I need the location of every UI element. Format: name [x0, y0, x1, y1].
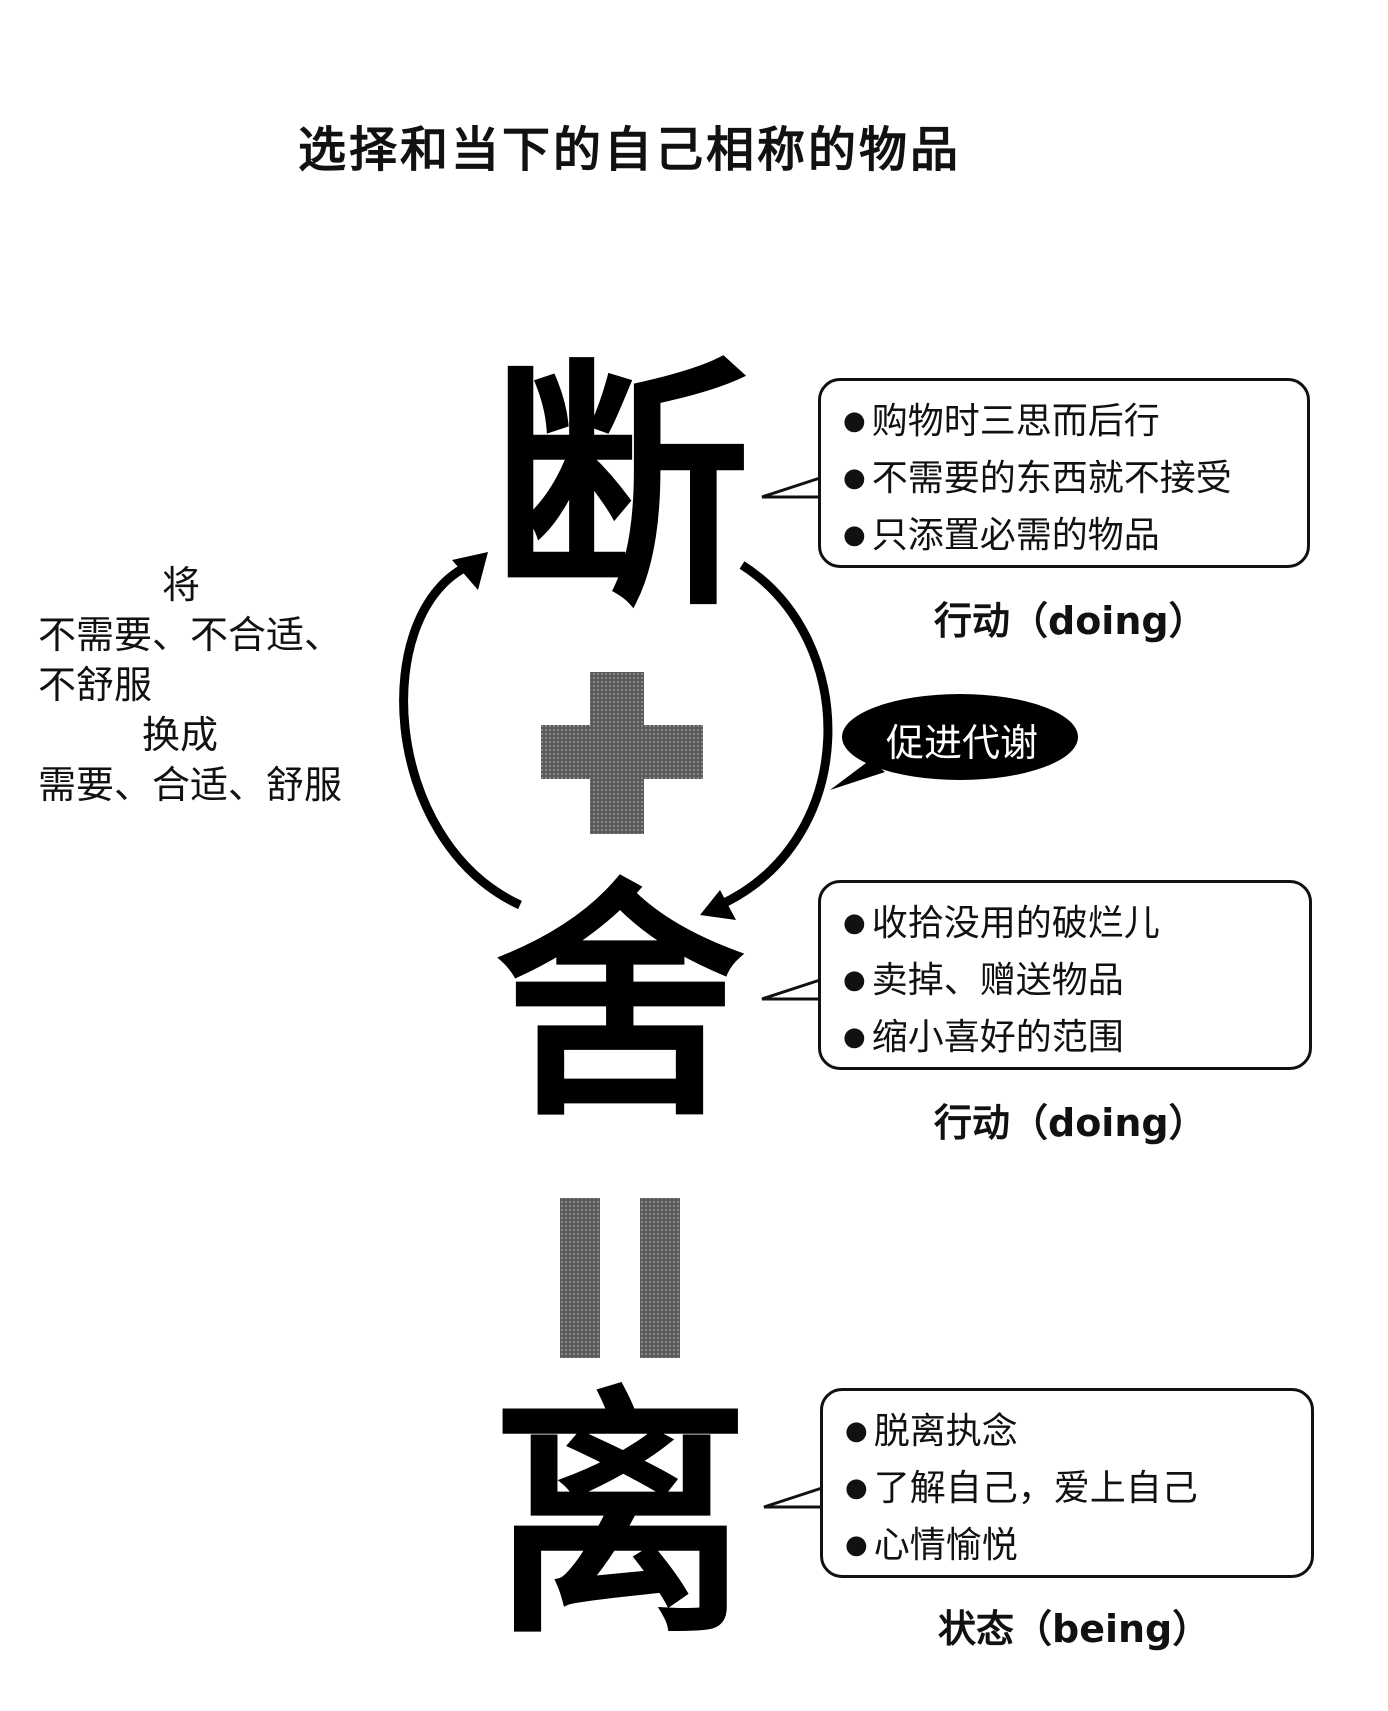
- doing-tag-1: 行动（doing）: [934, 599, 1207, 643]
- list-item: 购物时三思而后行: [843, 393, 1285, 450]
- equals-bar-right: [640, 1198, 680, 1358]
- left-note-line: 换成: [142, 713, 219, 757]
- being-box: 脱离执念 了解自己，爱上自己 心情愉悦: [820, 1388, 1314, 1578]
- left-note-line: 不舒服: [38, 663, 153, 707]
- box2-tail: [761, 978, 821, 1001]
- cycle-arrowhead-right: [700, 890, 736, 920]
- cycle-bubble-tail: [830, 760, 885, 790]
- cycle-label: 促进代谢: [885, 721, 1038, 765]
- dan-character: 断: [490, 339, 750, 641]
- li-character: 离: [490, 1367, 750, 1669]
- equals-bar-left: [560, 1198, 600, 1358]
- left-note-line: 需要、合适、舒服: [38, 763, 343, 807]
- she-character: 舍: [495, 859, 745, 1150]
- list-item: 了解自己，爱上自己: [845, 1460, 1289, 1517]
- plus-sign-horizontal: [541, 725, 703, 779]
- list-item: 心情愉悦: [845, 1517, 1289, 1574]
- list-item: 卖掉、赠送物品: [843, 952, 1287, 1009]
- box3-tail: [763, 1486, 823, 1509]
- doing-box-1: 购物时三思而后行 不需要的东西就不接受 只添置必需的物品: [818, 378, 1310, 568]
- list-item: 只添置必需的物品: [843, 507, 1285, 564]
- cycle-arrow-left: [399, 560, 522, 910]
- left-note-line: 不需要、不合适、: [38, 613, 343, 657]
- page-title: 选择和当下的自己相称的物品: [298, 122, 962, 178]
- cycle-arrowhead-left: [452, 552, 488, 590]
- doing-tag-2: 行动（doing）: [934, 1101, 1207, 1145]
- cycle-arrow-right: [718, 561, 833, 910]
- list-item: 缩小喜好的范围: [843, 1009, 1287, 1066]
- box1-tail: [761, 476, 821, 499]
- cycle-bubble: [842, 694, 1078, 780]
- being-tag: 状态（being）: [938, 1607, 1211, 1651]
- list-item: 不需要的东西就不接受: [843, 450, 1285, 507]
- list-item: 脱离执念: [845, 1403, 1289, 1460]
- left-note-line: 将: [162, 563, 201, 607]
- doing-box-2: 收拾没用的破烂儿 卖掉、赠送物品 缩小喜好的范围: [818, 880, 1312, 1070]
- left-note: 将 不需要、不合适、 不舒服 换成 需要、合适、舒服: [38, 560, 342, 810]
- list-item: 收拾没用的破烂儿: [843, 895, 1287, 952]
